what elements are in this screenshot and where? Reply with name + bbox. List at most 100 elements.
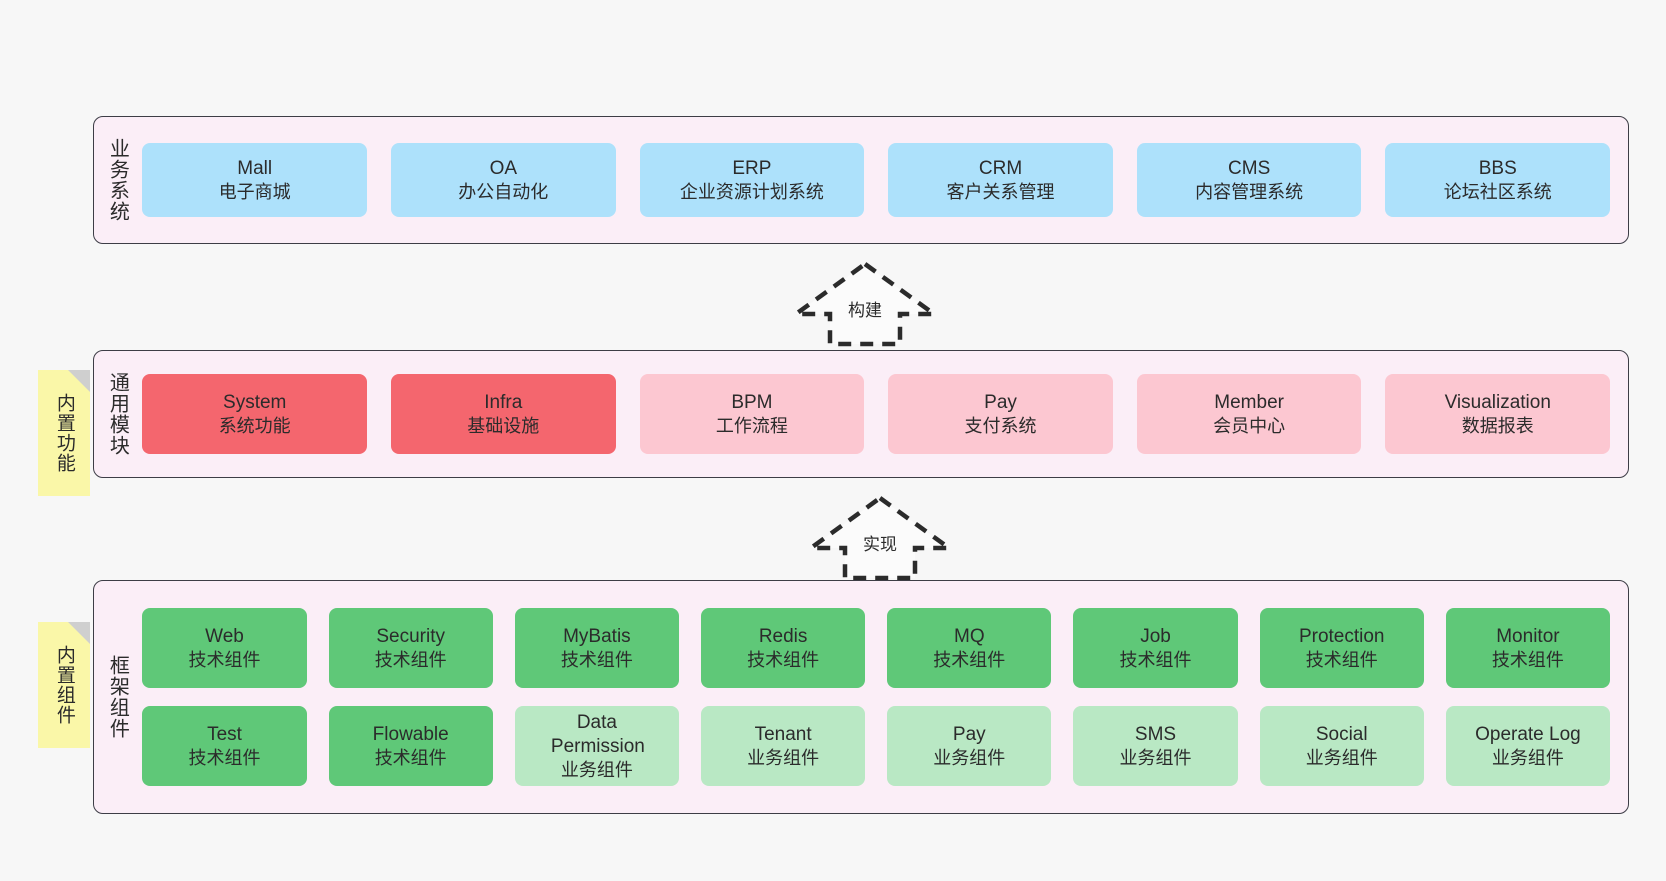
- card-title: CRM: [978, 157, 1023, 179]
- card-social[interactable]: Social 业务组件: [1259, 706, 1424, 786]
- card-redis[interactable]: Redis 技术组件: [701, 608, 866, 688]
- card-oa[interactable]: OA 办公自动化: [391, 143, 616, 217]
- card-title: Visualization: [1444, 391, 1551, 413]
- card-title: BBS: [1478, 157, 1517, 179]
- card-subtitle: 业务组件: [560, 759, 633, 780]
- layer-title-framework-component: 框架组件: [106, 655, 129, 739]
- card-title: Redis: [758, 625, 808, 647]
- card-title: Security: [376, 625, 446, 647]
- card-title: Test: [207, 723, 242, 745]
- card-row: System 系统功能 Infra 基础设施 BPM 工作流程 Pay 支付系统…: [142, 374, 1611, 454]
- card-pay-business[interactable]: Pay 业务组件: [887, 706, 1052, 786]
- connector-implement-label: 实现: [863, 535, 897, 554]
- note-builtin-function: 内置功能: [38, 370, 90, 496]
- card-title: Pay: [952, 723, 986, 745]
- card-subtitle: 技术组件: [933, 649, 1006, 670]
- card-title: MQ: [954, 625, 985, 647]
- card-subtitle: 技术组件: [188, 649, 261, 670]
- card-data-permission[interactable]: Data Permission 业务组件: [514, 706, 679, 786]
- card-cms[interactable]: CMS 内容管理系统: [1136, 143, 1362, 217]
- layer-framework-component[interactable]: 框架组件 Web 技术组件 Security 技术组件 MyBatis 技术组件…: [93, 580, 1629, 814]
- note-fold-corner-icon: [68, 370, 90, 392]
- card-subtitle: 会员中心: [1213, 415, 1286, 436]
- card-subtitle: 技术组件: [560, 649, 633, 670]
- card-subtitle: 技术组件: [374, 747, 447, 768]
- card-row: Mall 电子商城 OA 办公自动化 ERP 企业资源计划系统 CRM 客户关系…: [142, 143, 1611, 217]
- card-title: ERP: [732, 157, 772, 179]
- card-title: BPM: [731, 391, 773, 413]
- card-mall[interactable]: Mall 电子商城: [142, 143, 367, 217]
- card-subtitle: 技术组件: [1305, 649, 1378, 670]
- card-subtitle: 技术组件: [1491, 649, 1564, 670]
- card-subtitle: 技术组件: [374, 649, 447, 670]
- layer-title-business-system: 业务系统: [106, 138, 129, 222]
- card-subtitle: 电子商城: [218, 181, 291, 202]
- card-subtitle: 技术组件: [747, 649, 820, 670]
- card-subtitle: 技术组件: [1119, 649, 1192, 670]
- layer-business-system[interactable]: 业务系统 Mall 电子商城 OA 办公自动化 ERP 企业资源计划系统 CRM: [93, 116, 1629, 244]
- card-subtitle: 业务组件: [1491, 747, 1564, 768]
- card-test[interactable]: Test 技术组件: [142, 706, 307, 786]
- card-title: OA: [489, 157, 518, 179]
- card-bpm[interactable]: BPM 工作流程: [639, 374, 865, 454]
- card-title: Job: [1140, 625, 1171, 647]
- card-subtitle: 业务组件: [747, 747, 820, 768]
- connector-build: 构建: [789, 258, 941, 348]
- card-sms[interactable]: SMS 业务组件: [1073, 706, 1238, 786]
- card-mq[interactable]: MQ 技术组件: [887, 608, 1052, 688]
- layer-body-common-module: System 系统功能 Infra 基础设施 BPM 工作流程 Pay 支付系统…: [138, 351, 1628, 477]
- dashed-hollow-arrow-up-icon: [789, 261, 941, 347]
- card-title: Data Permission: [550, 712, 645, 757]
- card-subtitle: 业务组件: [1305, 747, 1378, 768]
- layer-common-module[interactable]: 通用模块 System 系统功能 Infra 基础设施 BPM 工作流程 Pay: [93, 350, 1629, 478]
- note-text: 内置功能: [53, 393, 75, 473]
- card-title: Monitor: [1496, 625, 1560, 647]
- card-subtitle: 客户关系管理: [946, 181, 1055, 202]
- card-title: Mall: [237, 157, 273, 179]
- card-bbs[interactable]: BBS 论坛社区系统: [1385, 143, 1611, 217]
- card-title: CMS: [1228, 157, 1271, 179]
- note-text: 内置组件: [53, 645, 75, 725]
- card-protection[interactable]: Protection 技术组件: [1259, 608, 1424, 688]
- card-infra[interactable]: Infra 基础设施: [391, 374, 616, 454]
- note-fold-corner-icon: [68, 622, 90, 644]
- card-row: Test 技术组件 Flowable 技术组件 Data Permission …: [142, 706, 1611, 786]
- card-title: SMS: [1134, 723, 1177, 745]
- connector-implement: 实现: [804, 492, 956, 582]
- card-title: Tenant: [754, 723, 812, 745]
- dashed-hollow-arrow-up-icon: [804, 495, 956, 581]
- card-erp[interactable]: ERP 企业资源计划系统: [639, 143, 865, 217]
- card-title: Flowable: [372, 723, 449, 745]
- card-subtitle: 支付系统: [964, 415, 1037, 436]
- card-subtitle: 业务组件: [933, 747, 1006, 768]
- card-subtitle: 内容管理系统: [1195, 181, 1304, 202]
- card-title: Pay: [984, 391, 1017, 413]
- card-title: System: [223, 391, 287, 413]
- card-title: MyBatis: [563, 625, 631, 647]
- card-subtitle: 工作流程: [715, 415, 788, 436]
- card-flowable[interactable]: Flowable 技术组件: [328, 706, 493, 786]
- card-web[interactable]: Web 技术组件: [142, 608, 307, 688]
- card-member[interactable]: Member 会员中心: [1136, 374, 1362, 454]
- card-tenant[interactable]: Tenant 业务组件: [701, 706, 866, 786]
- card-pay[interactable]: Pay 支付系统: [888, 374, 1113, 454]
- card-operate-log[interactable]: Operate Log 业务组件: [1445, 706, 1611, 786]
- card-visualization[interactable]: Visualization 数据报表: [1385, 374, 1611, 454]
- card-subtitle: 基础设施: [467, 415, 540, 436]
- card-row: Web 技术组件 Security 技术组件 MyBatis 技术组件 Redi…: [142, 608, 1611, 688]
- card-mybatis[interactable]: MyBatis 技术组件: [514, 608, 679, 688]
- note-builtin-component: 内置组件: [38, 622, 90, 748]
- card-system[interactable]: System 系统功能: [142, 374, 367, 454]
- card-subtitle: 办公自动化: [458, 181, 549, 202]
- card-title: Member: [1214, 391, 1284, 413]
- card-monitor[interactable]: Monitor 技术组件: [1445, 608, 1611, 688]
- card-subtitle: 业务组件: [1119, 747, 1192, 768]
- card-subtitle: 企业资源计划系统: [679, 181, 824, 202]
- card-title: Infra: [484, 391, 523, 413]
- card-job[interactable]: Job 技术组件: [1073, 608, 1238, 688]
- card-crm[interactable]: CRM 客户关系管理: [888, 143, 1113, 217]
- layer-title-common-module: 通用模块: [106, 372, 129, 456]
- card-security[interactable]: Security 技术组件: [328, 608, 493, 688]
- card-title: Operate Log: [1475, 723, 1581, 745]
- layer-body-business-system: Mall 电子商城 OA 办公自动化 ERP 企业资源计划系统 CRM 客户关系…: [138, 117, 1628, 243]
